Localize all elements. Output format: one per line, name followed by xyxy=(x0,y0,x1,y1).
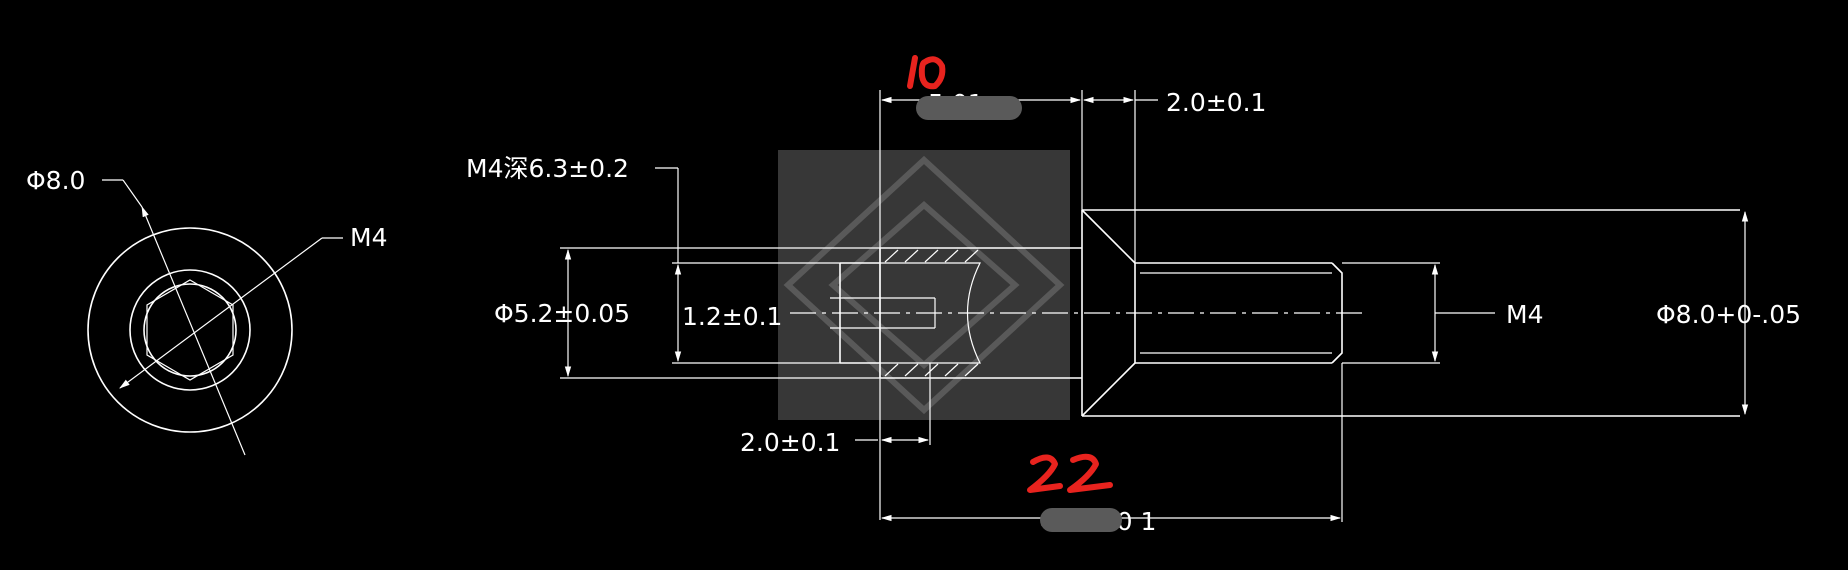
hatch-bottom xyxy=(884,363,979,377)
outer-circle xyxy=(87,227,293,433)
redaction-bottom xyxy=(1040,508,1122,532)
thread-leader xyxy=(119,237,323,389)
redaction-top xyxy=(916,96,1022,120)
hatch-top xyxy=(884,249,979,263)
handwritten-annotation-top xyxy=(907,55,946,90)
top-small-label: 2.0±0.1 xyxy=(1166,88,1266,117)
end-diameter-label: Φ8.0 xyxy=(26,166,85,195)
thread-minor-circle xyxy=(143,283,237,377)
end-thread-label: M4 xyxy=(350,223,387,252)
side-view: M4深6.3±0.2 Φ5.2±0.05 1.2±0.1 2.0±0.1 2.0… xyxy=(466,88,1801,536)
bore-diameter-label: Φ5.2±0.05 xyxy=(494,299,630,328)
counterbore-label: M4深6.3±0.2 xyxy=(466,154,629,183)
hex-profile xyxy=(146,279,234,381)
watermark-logo xyxy=(778,150,1070,420)
bottom-small-label: 2.0±0.1 xyxy=(740,428,840,457)
handwritten-annotation-bottom xyxy=(1027,453,1113,493)
diameter-leader xyxy=(141,206,246,456)
thread-major-circle xyxy=(129,269,251,391)
end-view: Φ8.0 M4 xyxy=(26,166,387,456)
depth-label: 1.2±0.1 xyxy=(682,302,782,331)
outer-diameter-label: Φ8.0+0-.05 xyxy=(1656,300,1801,329)
thread-label: M4 xyxy=(1506,300,1543,329)
